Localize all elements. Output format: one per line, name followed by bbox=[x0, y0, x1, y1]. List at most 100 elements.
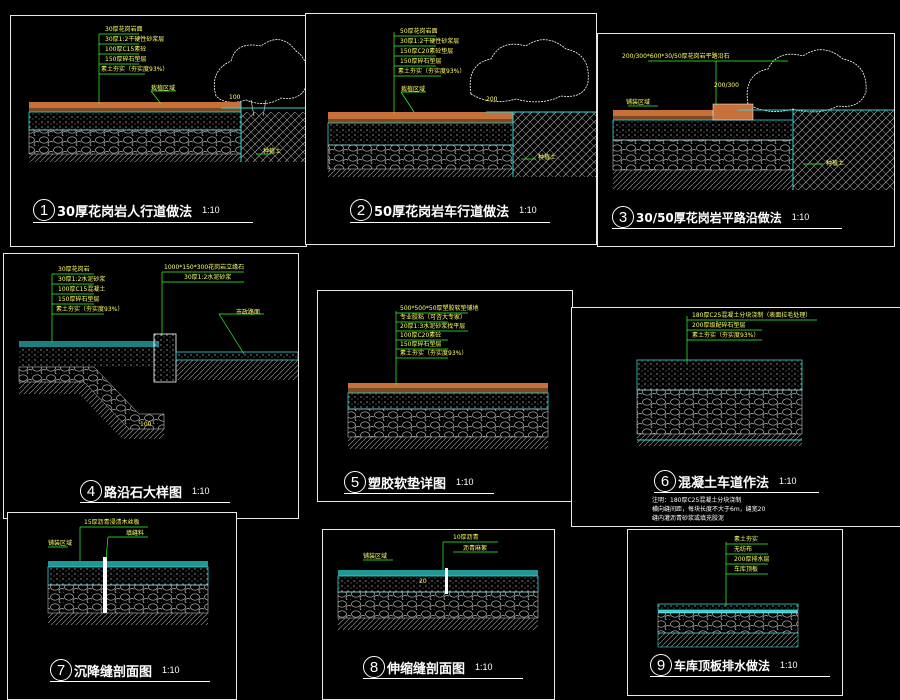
detail-number: 5 bbox=[344, 471, 366, 493]
detail-scale: 1:10 bbox=[456, 477, 474, 487]
gravel-layer bbox=[612, 139, 794, 171]
panel-6: 180厚C25混凝土分块浇制（表面拉毛处理） 200厚级配碎石垫层 素土夯实（夯… bbox=[571, 307, 900, 527]
concrete-layer bbox=[28, 111, 242, 131]
layer-label: 100厚C15素砼 bbox=[105, 46, 147, 53]
soil-layer bbox=[613, 170, 793, 190]
panel-title: 9 车库顶板排水做法 1:10 bbox=[650, 654, 798, 676]
detail-number: 8 bbox=[363, 656, 385, 678]
detail-scale: 1:10 bbox=[791, 212, 810, 222]
concrete-layer bbox=[636, 359, 803, 391]
layer-label: 30厚1:2干硬性砂浆层 bbox=[105, 36, 165, 43]
panel-4: 30厚花岗岩 30厚1:2水泥砂浆 100厚C15混凝土 150厚碎石垫层 素土… bbox=[3, 253, 299, 519]
layer-label: 30厚花岗岩面 bbox=[105, 26, 143, 33]
layer-label: 30厚花岗岩 bbox=[58, 266, 90, 273]
detail-number: 2 bbox=[350, 199, 372, 221]
detail-scale: 1:10 bbox=[202, 205, 220, 215]
title-underline bbox=[612, 228, 842, 229]
title-underline bbox=[363, 678, 523, 679]
area-label: 铺装区域 bbox=[48, 540, 73, 547]
granite-layer bbox=[328, 112, 513, 119]
road-surface bbox=[175, 351, 298, 361]
layer-label: 30厚1:2干硬性砂浆层 bbox=[400, 38, 460, 45]
road-base bbox=[176, 360, 298, 380]
panel-6-section-drawing bbox=[636, 316, 817, 446]
detail-title: 混凝土车道作法 bbox=[678, 475, 770, 491]
layer-label: 车库顶板 bbox=[734, 566, 759, 573]
panel-9-section-drawing bbox=[657, 542, 799, 648]
concrete-layer bbox=[47, 566, 209, 586]
layer-label: 50厚花岗岩面 bbox=[400, 28, 438, 35]
note-line: 注明：180厚C25混凝土分块浇制 bbox=[652, 497, 742, 504]
side-label: 种植土 bbox=[538, 154, 557, 161]
granite-layer bbox=[338, 570, 538, 576]
garage-slab bbox=[657, 632, 799, 648]
concrete-layer bbox=[337, 575, 539, 593]
detail-number: 1 bbox=[33, 199, 55, 221]
soil-layer bbox=[338, 618, 538, 630]
panel-8-section-drawing bbox=[337, 541, 539, 630]
panel-title: 4 路沿石大样图 1:10 bbox=[80, 480, 210, 502]
note-line: 横向缝间距，每块长度不大于6m，缝宽20 bbox=[652, 506, 766, 513]
panel-title: 1 30厚花岗岩人行道做法 1:10 bbox=[33, 199, 220, 221]
mortar-layer bbox=[29, 108, 241, 112]
panel-1: 30厚花岗岩面 30厚1:2干硬性砂浆层 100厚C15素砼 150厚碎石垫层 … bbox=[10, 15, 307, 247]
layer-label: 100厚C15混凝土 bbox=[58, 286, 106, 293]
panel-title: 8 伸缩缝剖面图 1:10 bbox=[363, 656, 493, 678]
layer-label: 180厚C25混凝土分块浇制（表面拉毛处理） bbox=[692, 312, 812, 319]
detail-scale: 1:10 bbox=[519, 205, 537, 215]
soil-layer bbox=[48, 613, 208, 625]
filter-fabric bbox=[658, 610, 798, 613]
panel-title: 5 塑胶软垫详图 1:10 bbox=[344, 471, 474, 493]
soil-layer bbox=[19, 382, 164, 439]
area-label: 栽植区域 bbox=[151, 85, 176, 92]
panel-title: 7 沉降缝剖面图 1:10 bbox=[50, 659, 180, 681]
dimension-label: 100 bbox=[229, 94, 241, 101]
tree-outline bbox=[746, 49, 867, 113]
detail-scale: 1:10 bbox=[780, 660, 798, 670]
area-label: 铺装区域 bbox=[363, 553, 388, 560]
settlement-joint bbox=[103, 557, 107, 613]
panel-title: 3 30/50厚花岗岩平路沿做法 1:10 bbox=[612, 206, 809, 228]
layer-label: 150厚碎石垫层 bbox=[105, 56, 147, 63]
layer-label: 200/300*600*30/50厚花岗岩平路沿石 bbox=[622, 53, 730, 60]
panel-5-section-drawing bbox=[347, 311, 549, 449]
dimension-label: 20 bbox=[419, 578, 427, 585]
layer-label: 200厚排水层 bbox=[734, 556, 770, 563]
detail-number: 9 bbox=[650, 654, 672, 676]
detail-title: 30/50厚花岗岩平路沿做法 bbox=[636, 210, 782, 225]
planting-soil bbox=[793, 110, 894, 190]
note-line: 缝内灌沥青砂浆或填充胶泥 bbox=[652, 515, 725, 522]
panel-2: 50厚花岗岩面 30厚1:2干硬性砂浆层 150厚C20素砼垫层 150厚碎石垫… bbox=[305, 13, 597, 245]
layer-label: 素土夯实（夯实度93%） bbox=[400, 350, 468, 357]
layer-label: 素土夯实（夯实度93%） bbox=[398, 68, 466, 75]
panel-4-section-drawing bbox=[18, 271, 298, 439]
detail-title: 塑胶软垫详图 bbox=[368, 476, 447, 492]
layer-label: 150厚碎石垫层 bbox=[400, 341, 442, 348]
side-label: 市政路面 bbox=[236, 309, 261, 316]
gravel-layer bbox=[28, 129, 242, 155]
panel-3: 200/300*600*30/50厚花岗岩平路沿石 铺装区域 200/300 种… bbox=[597, 33, 895, 247]
concrete-layer bbox=[612, 119, 794, 141]
layer-label: 素土夯实（夯实度93%） bbox=[692, 332, 760, 339]
granite-layer bbox=[29, 102, 241, 108]
detail-title: 伸缩缝剖面图 bbox=[387, 661, 466, 677]
detail-number: 3 bbox=[612, 206, 634, 228]
layer-label: 素土夯实（夯实度93%） bbox=[56, 306, 124, 313]
dimension-label: 200/300 bbox=[714, 82, 739, 89]
layer-label: 100厚C20素砼 bbox=[400, 332, 442, 339]
side-label: 种植土 bbox=[826, 160, 845, 167]
detail-title: 50厚花岗岩车行道做法 bbox=[374, 204, 510, 220]
curb-stone bbox=[712, 103, 754, 121]
side-label: 种植土 bbox=[263, 148, 282, 155]
gravel-layer bbox=[47, 584, 209, 614]
panel-7: 15厚沥青浸渍木丝板 填缝料 铺装区域 7 沉降缝剖面图 1:10 bbox=[7, 512, 237, 700]
title-underline bbox=[650, 676, 830, 677]
detail-scale: 1:10 bbox=[162, 665, 180, 675]
panel-5: 500*500*50厚塑胶软垫铺地 专业胶粘（可咨大专家） 20厚1:3水泥砂浆… bbox=[317, 290, 573, 502]
panel-9: 素土夯实 无纺布 200厚排水层 车库顶板 9 车库顶板排水做法 1:10 bbox=[627, 529, 843, 696]
title-underline bbox=[50, 681, 210, 682]
mortar-layer bbox=[613, 116, 753, 120]
title-underline bbox=[654, 492, 819, 493]
title-underline bbox=[350, 222, 550, 223]
panel-2-section-drawing bbox=[327, 32, 596, 177]
